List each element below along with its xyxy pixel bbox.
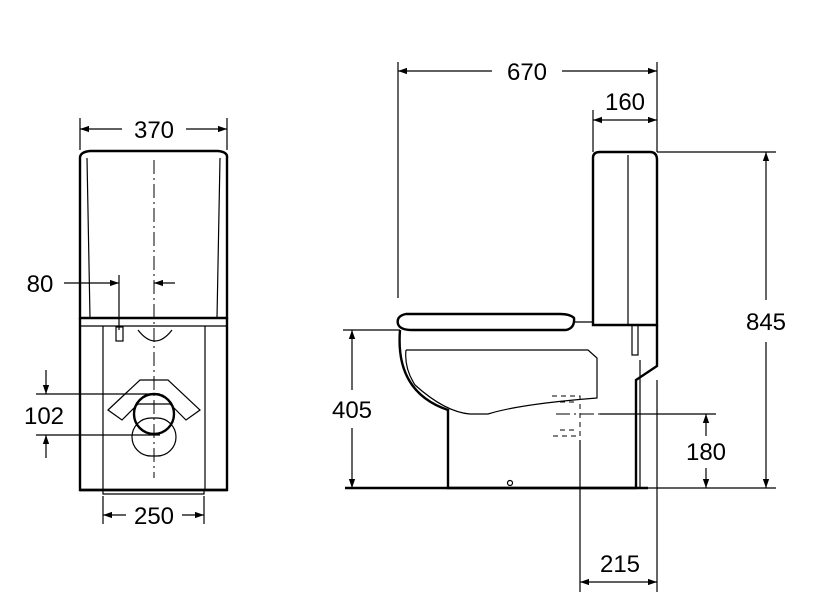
side-seat-outline — [396, 312, 576, 332]
dim-front-outlet-height: 102 — [24, 403, 64, 430]
dim-side-tank-depth: 160 — [605, 89, 645, 116]
dim-front-base-width: 250 — [134, 503, 174, 530]
dim-side-seat-height: 405 — [332, 397, 372, 424]
dim-front-width: 370 — [134, 117, 174, 144]
dim-side-outlet-distance: 215 — [600, 551, 640, 578]
dim-side-depth: 670 — [507, 59, 547, 86]
side-tank-outline — [591, 150, 659, 327]
front-tank-outline — [78, 149, 229, 320]
dim-side-outlet-height: 180 — [686, 439, 726, 466]
front-view: 370 80 102 250 — [24, 117, 229, 530]
side-outlet-hidden — [552, 395, 581, 437]
dim-side-total-height: 845 — [746, 309, 786, 336]
side-view: 670 160 845 405 180 215 — [332, 59, 786, 592]
dim-front-flush-offset: 80 — [27, 271, 54, 298]
